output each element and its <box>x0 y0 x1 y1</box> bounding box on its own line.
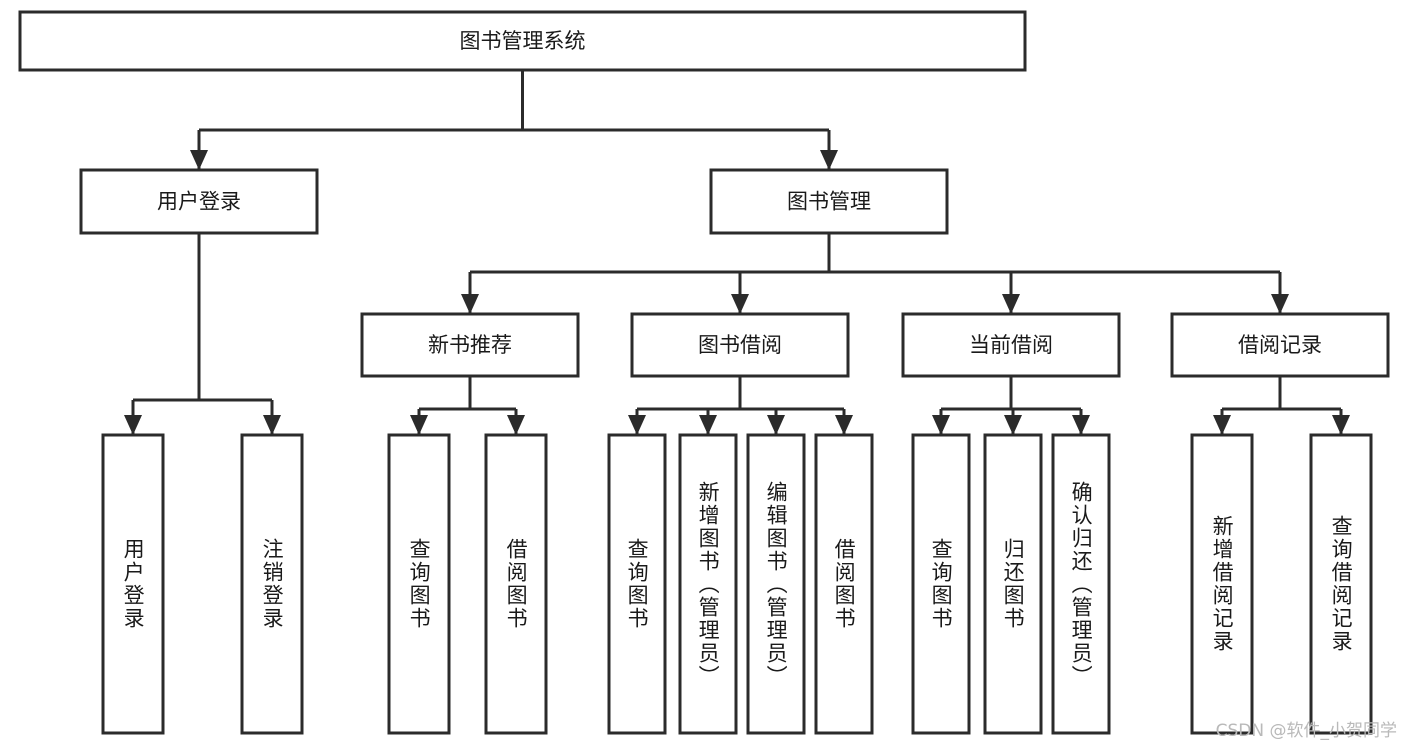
node-label-user-login: 用户登录 <box>157 190 241 214</box>
node-box-leaf-add-book[interactable] <box>678 433 738 735</box>
node-box-book-borrow[interactable] <box>630 312 850 378</box>
node-box-leaf-borrow-book-1[interactable] <box>484 433 548 735</box>
node-label-root: 图书管理系统 <box>460 29 586 53</box>
connector-lines <box>124 70 1350 435</box>
node-box-new-book-rec[interactable] <box>360 312 580 378</box>
node-boxes <box>18 10 1390 735</box>
node-box-leaf-edit-book[interactable] <box>746 433 806 735</box>
node-label-book-borrow: 图书借阅 <box>698 333 782 357</box>
watermark-text: CSDN @软件_小贺同学 <box>1215 721 1397 741</box>
node-box-leaf-query-record[interactable] <box>1309 433 1373 735</box>
node-box-leaf-confirm-return[interactable] <box>1051 433 1111 735</box>
node-box-leaf-add-record[interactable] <box>1190 433 1254 735</box>
node-box-leaf-logout[interactable] <box>240 433 304 735</box>
node-box-root[interactable] <box>18 10 1027 72</box>
node-box-borrow-record[interactable] <box>1170 312 1390 378</box>
node-box-current-borrow[interactable] <box>901 312 1121 378</box>
node-box-user-login[interactable] <box>79 168 319 235</box>
node-box-leaf-query-book-3[interactable] <box>911 433 971 735</box>
node-box-leaf-return-book[interactable] <box>983 433 1043 735</box>
node-label-borrow-record: 借阅记录 <box>1238 333 1322 357</box>
node-label-current-borrow: 当前借阅 <box>969 333 1053 357</box>
node-box-leaf-query-book-1[interactable] <box>387 433 451 735</box>
node-box-leaf-user-login[interactable] <box>101 433 165 735</box>
node-label-new-book-rec: 新书推荐 <box>428 333 512 357</box>
node-box-leaf-query-book-2[interactable] <box>607 433 667 735</box>
node-label-book-manage: 图书管理 <box>787 190 871 214</box>
node-box-book-manage[interactable] <box>709 168 949 235</box>
node-box-leaf-borrow-book-2[interactable] <box>814 433 874 735</box>
